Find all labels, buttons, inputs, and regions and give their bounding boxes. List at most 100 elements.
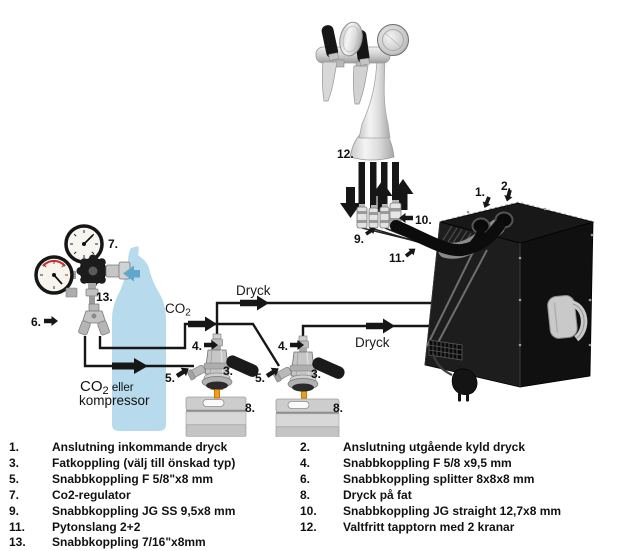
regulator-knob xyxy=(76,254,110,288)
beer-keg-2 xyxy=(275,398,340,437)
jg-connector xyxy=(379,204,390,229)
legend-item-text: Snabbkoppling 7/16"x8mm xyxy=(52,535,206,550)
keg-coupler-1 xyxy=(186,333,259,390)
outlet-stem xyxy=(88,283,96,289)
pressure-gauge-top xyxy=(64,224,104,264)
legend-item: 7. Co2-regulator xyxy=(9,488,297,504)
legend-item: 11. Pytonslang 2+2 xyxy=(9,520,297,536)
gas-splitter xyxy=(78,303,110,336)
source-eller-text: eller xyxy=(109,382,134,394)
callout-2: 2. xyxy=(501,179,511,193)
legend-item-text: Co2-regulator xyxy=(52,487,131,502)
callout-12: 12. xyxy=(337,147,354,161)
gas-flow-arrow-icon xyxy=(188,316,217,332)
legend-item-text: Valtfritt tapptorn med 2 kranar xyxy=(343,519,515,534)
beer-keg-1 xyxy=(185,396,247,437)
legend-item: 4.Snabbkoppling F 5/8 x9,5 mm xyxy=(300,456,618,472)
legend: 1. Anslutning inkommande dryck 3. Fatkoppl… xyxy=(0,437,620,551)
tap-spout-right xyxy=(352,65,369,105)
coupler-handle xyxy=(312,357,345,379)
co2-line-label: CO2 xyxy=(165,301,191,319)
hose-line xyxy=(392,162,399,206)
gas-inlet-port xyxy=(186,364,206,381)
beverage-line-keg1 xyxy=(215,301,432,340)
callout-11: 11. xyxy=(389,251,405,265)
callout-3b: 3. xyxy=(311,367,321,381)
tower-oval-badge xyxy=(339,21,363,57)
co2-bottle xyxy=(112,246,166,431)
hose-line xyxy=(358,162,365,209)
legend-item-text: Snabbkoppling JG SS 9,5x8 mm xyxy=(52,503,236,518)
keg-handle-slot xyxy=(287,401,310,409)
beverage-lines xyxy=(215,301,432,340)
tower-hose-bundle xyxy=(340,162,414,218)
tap-handle-left-icon xyxy=(321,25,339,61)
gas-lines xyxy=(83,322,281,368)
co2-text: CO xyxy=(165,301,185,316)
callout-5b: 5. xyxy=(255,371,265,385)
legend-item-number: 10. xyxy=(300,503,317,518)
legend-item-number: 8. xyxy=(300,487,311,502)
callout-labels: 1. 2. 3. 3. 4. 4. 5. 5. 6. 7. 8. 8. 9. 1… xyxy=(31,147,515,415)
legend-item-text: Anslutning inkommande dryck xyxy=(52,440,228,454)
legend-item-number: 1. xyxy=(9,440,20,454)
diagram-canvas: 1. 2. 3. 3. 4. 4. 5. 5. 6. 7. 8. 8. 9. 1… xyxy=(31,21,595,437)
legend-item-number: 5. xyxy=(9,471,20,486)
legend-item-number: 6. xyxy=(300,471,311,486)
source-co2-text: CO xyxy=(80,378,103,395)
tower-oval-ring xyxy=(342,25,360,53)
legend-column-left: 1. Anslutning inkommande dryck 3. Fatkoppl… xyxy=(9,440,297,551)
legend-item-text: Snabbkoppling F 5/8"x8 mm xyxy=(52,471,214,486)
legend-item: 2. Anslutning utgående kyld dryck xyxy=(300,440,618,456)
legend-item: 3. Fatkoppling (välj till önskad typ) xyxy=(9,456,297,472)
beverage-flow-arrow-icon xyxy=(366,318,395,334)
python-hose-branch xyxy=(466,227,485,251)
callout-3a: 3. xyxy=(223,364,233,378)
legend-item-number: 13. xyxy=(9,535,26,550)
legend-item-number: 7. xyxy=(9,487,20,502)
gas-line-keg2 xyxy=(98,322,281,367)
legend-item: 12.Valtfritt tapptorn med 2 kranar xyxy=(300,520,618,536)
callout-8a: 8. xyxy=(245,401,255,415)
pressure-gauge-left xyxy=(34,255,74,295)
legend-column-right: 2. Anslutning utgående kyld dryck 4.Snabb… xyxy=(300,440,618,535)
legend-item-text: Fatkoppling (välj till önskad typ) xyxy=(52,455,236,470)
callout-4a: 4. xyxy=(192,339,202,353)
legend-item-number: 2. xyxy=(300,440,311,454)
tap-spout-left xyxy=(321,61,338,102)
co2-regulator xyxy=(34,224,140,305)
dryck-label-bottom: Dryck xyxy=(355,335,390,350)
door-latch xyxy=(547,295,588,342)
power-cord xyxy=(431,353,453,376)
legend-item: 10. Snabbkoppling JG straight 12,7x8 mm xyxy=(300,504,618,520)
hose-line xyxy=(370,162,377,210)
bottom-vent-grille xyxy=(428,339,463,361)
callout-1: 1. xyxy=(475,185,485,199)
legend-item-text: Anslutning utgående kyld dryck xyxy=(343,440,526,454)
legend-item-text: Pytonslang 2+2 xyxy=(52,519,141,534)
callout-10: 10. xyxy=(415,213,432,227)
callout-7: 7. xyxy=(108,237,118,251)
legend-item: 8. Dryck på fat xyxy=(300,488,618,504)
legend-item-number: 11. xyxy=(9,519,26,534)
kompressor-label: kompressor xyxy=(79,393,150,408)
callout-8b: 8. xyxy=(333,401,343,415)
legend-item-text: Snabbkoppling splitter 8x8x8 mm xyxy=(343,471,535,486)
relief-valve xyxy=(65,287,78,298)
legend-item: 6. Snabbkoppling splitter 8x8x8 mm xyxy=(300,472,618,488)
callout-6: 6. xyxy=(31,315,41,329)
legend-item-number: 3. xyxy=(9,455,20,470)
gas-line-keg1 xyxy=(83,336,194,368)
jg-connector xyxy=(356,204,368,229)
jg-connector xyxy=(368,205,379,229)
callout-arrow-icon xyxy=(403,245,418,260)
source-co2-subscript: 2 xyxy=(103,385,109,397)
tap-tower xyxy=(315,21,409,161)
regulator-outlet xyxy=(105,264,121,278)
legend-item-text: Dryck på fat xyxy=(343,487,412,502)
co2-source-label: CO2 eller xyxy=(80,378,134,397)
legend-item-number: 9. xyxy=(9,503,20,518)
legend-item-text: Snabbkoppling JG straight 12,7x8 mm xyxy=(343,503,562,518)
co2-subscript: 2 xyxy=(185,308,191,319)
